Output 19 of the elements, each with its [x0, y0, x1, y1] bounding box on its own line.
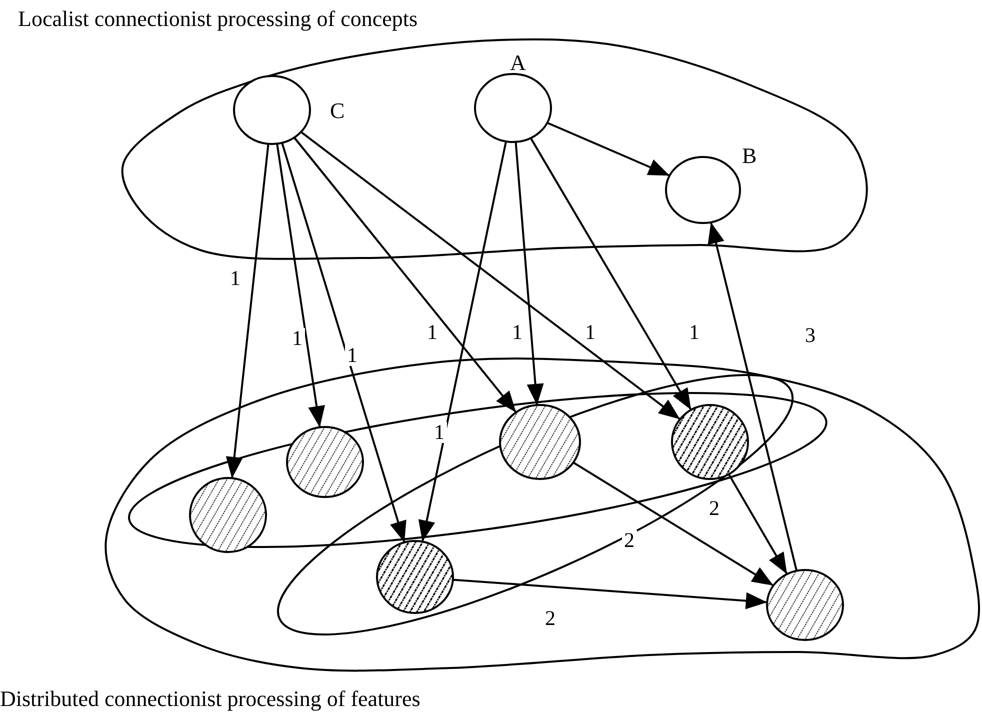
- arrow: [530, 138, 692, 410]
- arrow: [293, 136, 517, 413]
- region-title: Localist connectionist processing of concepts: [18, 8, 418, 30]
- arrow: [514, 142, 544, 406]
- arrow: [226, 144, 270, 478]
- node-label: A: [510, 52, 526, 74]
- arrow: [452, 578, 768, 610]
- arrow: [281, 142, 406, 543]
- arrow: [546, 122, 670, 177]
- edge-label: 1: [345, 345, 360, 366]
- arrow: [728, 474, 788, 575]
- arrow: [276, 144, 326, 428]
- node-label: B: [742, 145, 757, 167]
- arrow: [708, 222, 798, 572]
- arrow: [572, 462, 774, 586]
- arrow: [300, 131, 681, 420]
- region-title: Distributed connectionist processing of features: [0, 688, 420, 710]
- arrow: [418, 141, 507, 542]
- node-label: C: [330, 100, 345, 122]
